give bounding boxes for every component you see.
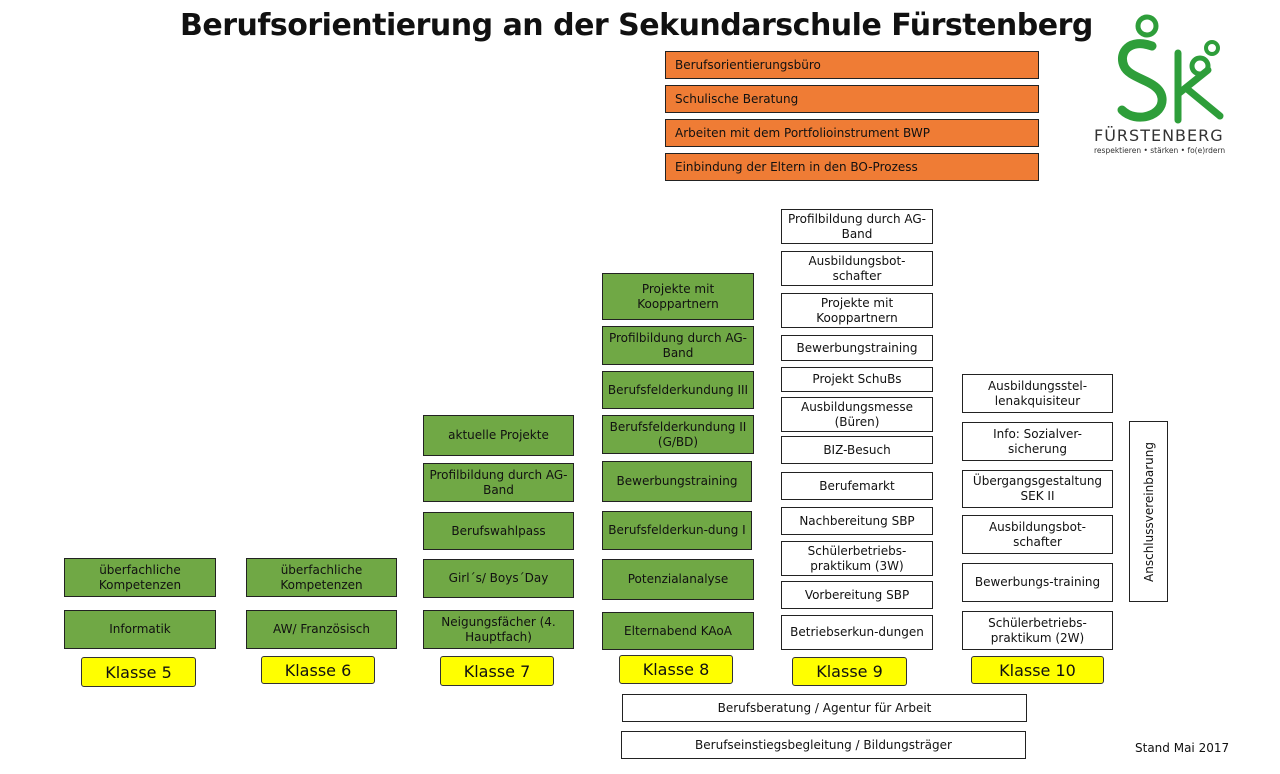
orange-item-berufsorientierungsbuero: Berufsorientierungsbüro <box>665 51 1039 79</box>
k10-bewerbungstraining: Bewerbungs-training <box>962 563 1113 602</box>
klasse-9-label: Klasse 9 <box>792 657 907 686</box>
k8-berufsfelderkundung-3: Berufsfelderkundung III <box>602 371 754 409</box>
k9-profilbildung: Profilbildung durch AG-Band <box>781 209 933 244</box>
klasse-7-label: Klasse 7 <box>440 656 554 686</box>
klasse-5-label: Klasse 5 <box>81 657 196 687</box>
k9-schuelerbetriebspraktikum-3w: Schülerbetriebs-praktikum (3W) <box>781 541 933 576</box>
k9-ausbildungsmesse: Ausbildungsmesse (Büren) <box>781 397 933 432</box>
k9-biz-besuch: BIZ-Besuch <box>781 436 933 464</box>
k8-projekte-kooppartner: Projekte mit Kooppartnern <box>602 273 754 320</box>
berufseinstiegsbegleitung: Berufseinstiegsbegleitung / Bildungsträg… <box>621 731 1026 759</box>
anschlussvereinbarung-label: Anschlussvereinbarung <box>1141 441 1156 582</box>
k8-profilbildung: Profilbildung durch AG-Band <box>602 326 754 365</box>
k8-bewerbungstraining: Bewerbungstraining <box>602 461 752 502</box>
k9-projekte-kooppartner: Projekte mit Kooppartnern <box>781 293 933 328</box>
k8-elternabend-kaoa: Elternabend KAoA <box>602 612 754 650</box>
klasse-10-label: Klasse 10 <box>971 656 1104 684</box>
orange-item-einbindung-eltern: Einbindung der Eltern in den BO-Prozess <box>665 153 1039 181</box>
page-title: Berufsorientierung an der Sekundarschule… <box>180 8 1093 43</box>
k7-profilbildung: Profilbildung durch AG-Band <box>423 463 574 502</box>
k9-projekt-schubs: Projekt SchuBs <box>781 367 933 392</box>
anschlussvereinbarung-box: Anschlussvereinbarung <box>1129 421 1168 602</box>
k10-uebergangsgestaltung: Übergangsgestaltung SEK II <box>962 470 1113 508</box>
orange-item-portfolioinstrument: Arbeiten mit dem Portfolioinstrument BWP <box>665 119 1039 147</box>
k10-info-sozialversicherung: Info: Sozialver-sicherung <box>962 422 1113 461</box>
k10-ausbildungsstellenakquisiteur: Ausbildungsstel-lenakquisiteur <box>962 374 1113 413</box>
k10-schuelerbetriebspraktikum-2w: Schülerbetriebs-praktikum (2W) <box>962 611 1113 650</box>
school-logo-icon <box>1117 14 1224 124</box>
stand-date: Stand Mai 2017 <box>1135 741 1230 755</box>
k8-berufsfelderkundung-1: Berufsfelderkun-dung I <box>602 511 752 550</box>
klasse-8-label: Klasse 8 <box>619 655 733 684</box>
k7-aktuelle-projekte: aktuelle Projekte <box>423 415 574 456</box>
k7-berufswahlpass: Berufswahlpass <box>423 512 574 550</box>
k5-informatik: Informatik <box>64 610 216 649</box>
orange-item-schulische-beratung: Schulische Beratung <box>665 85 1039 113</box>
k9-ausbildungsbotschafter: Ausbildungsbot-schafter <box>781 251 933 286</box>
k8-berufsfelderkundung-2: Berufsfelderkundung II (G/BD) <box>602 415 754 454</box>
k8-potenzialanalyse: Potenzialanalyse <box>602 559 754 600</box>
klasse-6-label: Klasse 6 <box>261 656 375 684</box>
k6-ueberfachliche-kompetenzen: überfachliche Kompetenzen <box>246 558 397 597</box>
k9-bewerbungstraining: Bewerbungstraining <box>781 335 933 361</box>
k5-ueberfachliche-kompetenzen: überfachliche Kompetenzen <box>64 558 216 597</box>
k9-nachbereitung-sbp: Nachbereitung SBP <box>781 507 933 535</box>
berufsberatung-agentur: Berufsberatung / Agentur für Arbeit <box>622 694 1027 722</box>
logo-tagline: respektieren • stärken • fo(e)rdern <box>1094 146 1226 155</box>
k9-vorbereitung-sbp: Vorbereitung SBP <box>781 581 933 609</box>
k10-ausbildungsbotschafter: Ausbildungsbot-schafter <box>962 515 1113 554</box>
k9-berufemarkt: Berufemarkt <box>781 472 933 500</box>
k6-aw-franzoesisch: AW/ Französisch <box>246 610 397 649</box>
k7-girls-boys-day: Girl´s/ Boys´Day <box>423 559 574 598</box>
logo-name: FÜRSTENBERG <box>1094 126 1224 145</box>
k9-betriebserkundungen: Betriebserkun-dungen <box>781 615 933 650</box>
k7-neigungsfaecher: Neigungsfächer (4. Hauptfach) <box>423 610 574 649</box>
